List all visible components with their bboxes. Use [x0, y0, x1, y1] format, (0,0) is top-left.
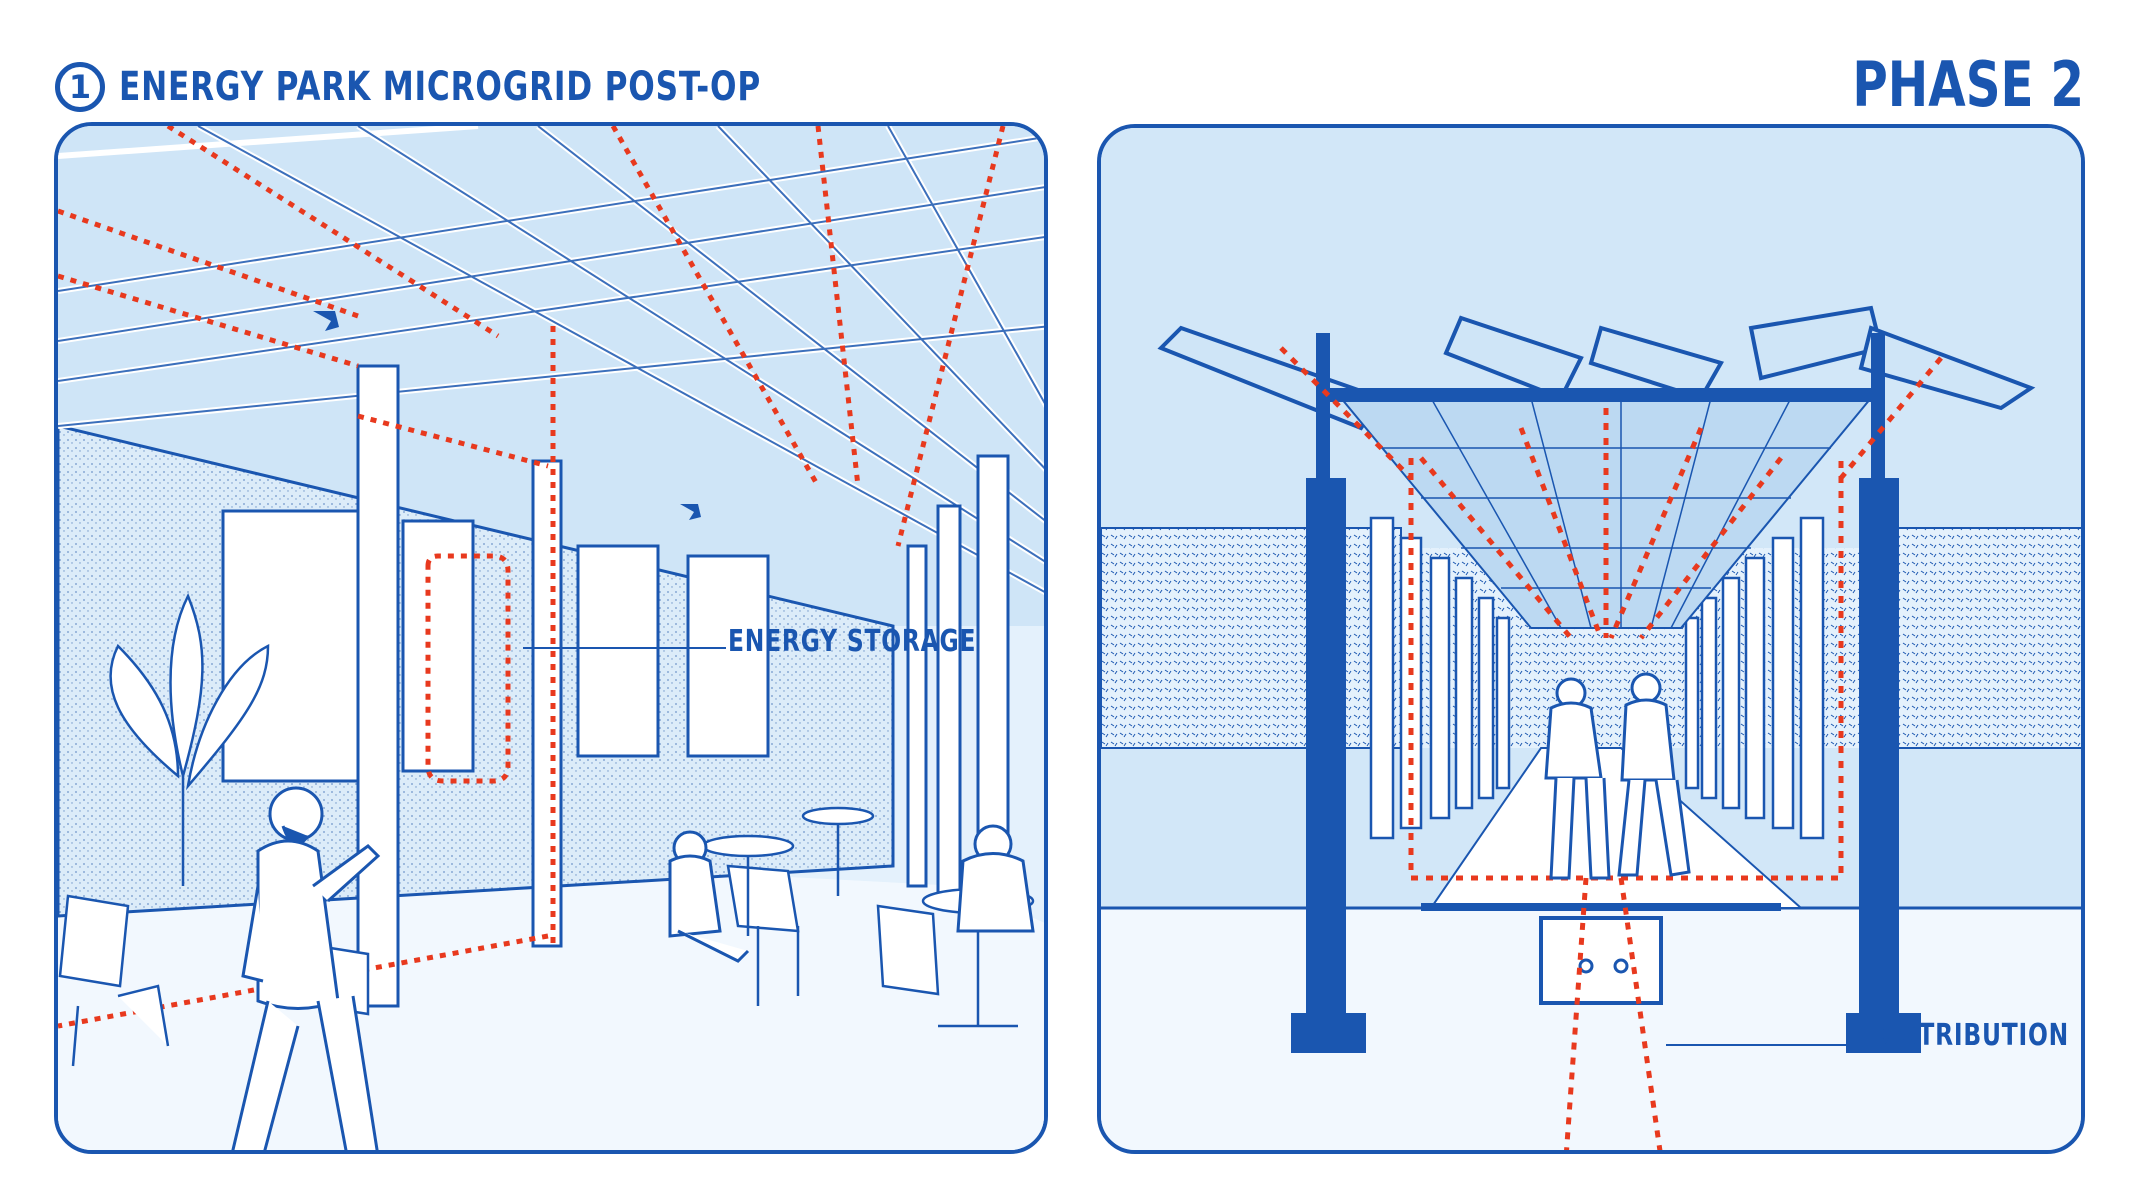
- solar-canopy-illustration: [1101, 128, 2081, 1150]
- phase-label: PHASE 2: [1852, 48, 2084, 121]
- page-title: ENERGY PARK MICROGRID POST-OP: [119, 64, 761, 110]
- step-number-badge: 1: [55, 62, 105, 112]
- diagram-title: 1 ENERGY PARK MICROGRID POST-OP: [55, 55, 942, 119]
- solar-canopy-illustration-panel: DISTRIBUTION: [1097, 124, 2085, 1154]
- interior-illustration: [58, 126, 1044, 1150]
- interior-illustration-panel: ENERGY STORAGE: [54, 122, 1048, 1154]
- energy-storage-callout: ENERGY STORAGE: [728, 624, 977, 659]
- distribution-callout: DISTRIBUTION: [1871, 1018, 2070, 1053]
